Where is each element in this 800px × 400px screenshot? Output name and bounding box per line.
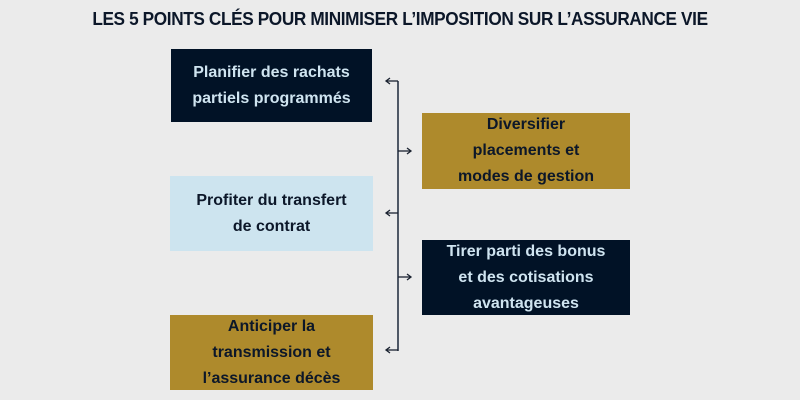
point-label: Diversifier placements et modes de gesti… (457, 116, 595, 185)
point-box-transfert-contrat: Profiter du transfert de contrat (170, 176, 373, 251)
point-label: Planifier des rachats partiels programmé… (192, 63, 351, 107)
point-label: Profiter du transfert de contrat (196, 191, 347, 235)
point-box-rachats-partiels: Planifier des rachats partiels programmé… (171, 49, 372, 122)
diagram-title: LES 5 POINTS CLÉS POUR MINIMISER L’IMPOS… (92, 8, 708, 29)
point-box-transmission: Anticiper la transmission et l’assurance… (170, 315, 373, 390)
point-label: Anticiper la transmission et l’assurance… (202, 317, 341, 387)
point-box-bonus-cotisations: Tirer parti des bonus et des cotisations… (422, 240, 630, 315)
arrow-right-icon (398, 147, 413, 155)
point-label: Tirer parti des bonus et des cotisations… (446, 242, 606, 312)
point-box-diversifier: Diversifier placements et modes de gesti… (422, 113, 630, 189)
arrow-left-icon (384, 346, 398, 354)
arrow-left-icon (384, 209, 398, 217)
arrow-left-icon (384, 77, 398, 85)
arrow-right-icon (398, 273, 413, 281)
